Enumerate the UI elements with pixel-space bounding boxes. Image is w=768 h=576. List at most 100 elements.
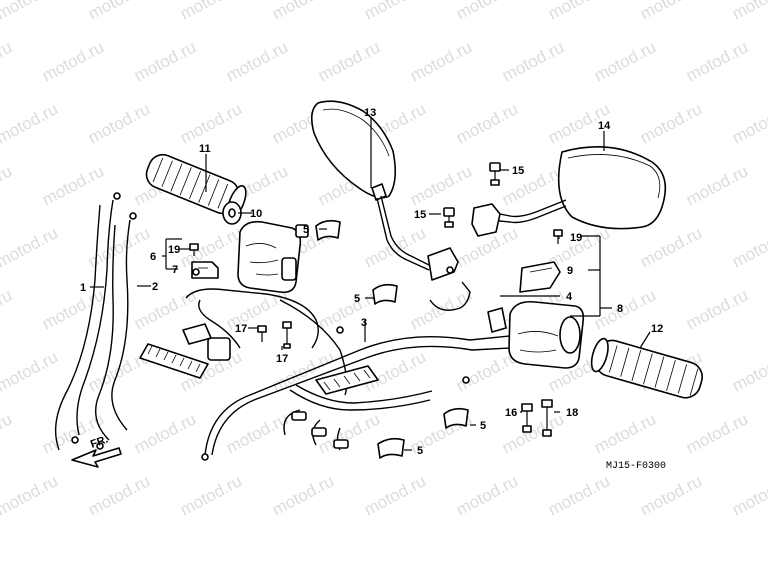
watermark-text: motod.ru [591,37,659,85]
callout-5a: 5 [303,224,309,236]
screw-17-b [282,321,292,349]
watermark-text: motod.ru [361,0,429,24]
callout-19b: 19 [570,232,582,244]
watermark-text: motod.ru [39,285,107,333]
callout-14: 14 [598,120,611,132]
watermark-text: motod.ru [729,347,768,395]
left-switch-housing-part [237,220,309,294]
watermark-text: motod.ru [223,409,291,457]
clamp-ring-5-top [315,219,341,241]
watermark-text: motod.ru [0,0,61,24]
callout-3: 3 [361,317,367,329]
callout-1: 1 [80,282,86,294]
watermark-text: motod.ru [269,0,337,24]
watermark-text: motod.ru [545,0,613,24]
watermark-text: motod.ru [499,161,567,209]
watermark-text: motod.ru [637,223,705,271]
callout-12: 12 [651,323,663,335]
watermark-text: motod.ru [0,409,15,457]
callout-4: 4 [566,291,573,303]
direction-label: FR. [89,433,110,450]
figure-code: MJ15-F0300 [606,461,666,472]
callout-2: 2 [152,281,158,293]
callout-18: 18 [566,407,578,419]
screw-18 [541,399,553,437]
watermark-text: motod.ru [545,471,613,519]
callout-15b: 15 [414,209,426,221]
watermark-text: motod.ru [453,471,521,519]
watermark-text: motod.ru [223,37,291,85]
callout-11: 11 [199,143,211,155]
right-grip-part [590,337,703,399]
leader-lines [90,118,651,451]
watermark-text: motod.ru [453,99,521,147]
bolt-15-top [489,162,501,186]
screw-16 [521,403,533,433]
watermark-text: motod.ru [637,99,705,147]
watermark-text: motod.ru [0,223,61,271]
callout-9: 9 [567,265,573,277]
callout-13: 13 [364,107,376,119]
throttle-grip-part [145,153,247,225]
clamp-ring-5-lower-right [443,407,469,429]
watermark-text: motod.ru [85,99,153,147]
watermark-text: motod.ru [361,471,429,519]
right-switch-housing-part [487,300,585,369]
callout-16: 16 [505,407,517,419]
callout-17b: 17 [276,353,288,365]
callout-labels: 1 2 3 4 5 5 5 5 6 7 8 9 10 11 12 13 14 1… [80,107,663,457]
watermark-text: motod.ru [683,37,751,85]
watermark-text: motod.ru [0,161,15,209]
watermark-text: motod.ru [131,285,199,333]
watermark-text: motod.ru [407,37,475,85]
watermark-text: motod.ru [407,161,475,209]
callout-10: 10 [250,208,262,220]
watermark-text: motod.ru [131,409,199,457]
connector-block-center [315,365,379,395]
callout-8: 8 [617,303,623,315]
clamp-ring-5-lower [377,437,405,459]
watermark-text: motod.ru [683,161,751,209]
watermark-text: motod.ru [177,99,245,147]
callout-5c: 5 [480,420,486,432]
watermark-text: motod.ru [637,471,705,519]
watermark-text: motod.ru [499,37,567,85]
callout-5d: 5 [417,445,423,457]
watermark-text: motod.ru [683,409,751,457]
screw-19-right [553,229,563,244]
clamp-ring-5-mid [372,283,398,305]
watermark-text: motod.ru [637,0,705,24]
throttle-cable-part [54,192,137,451]
callout-17a: 17 [235,323,247,335]
watermark-text: motod.ru [0,99,61,147]
left-clamp-part [191,261,219,279]
watermark-text: motod.ru [729,223,768,271]
watermark-text: motod.ru [0,37,15,85]
watermark-text: motod.ru [39,37,107,85]
callout-7: 7 [172,264,178,276]
callout-15a: 15 [512,165,524,177]
watermark-text: motod.ru [591,285,659,333]
watermark-text: motod.ru [683,285,751,333]
watermark-text: motod.ru [729,471,768,519]
watermark-text: motod.ru [0,347,61,395]
callout-6: 6 [150,251,156,263]
watermark-text: motod.ru [39,161,107,209]
bolt-15-mid [443,207,455,228]
watermark-text: motod.ru [177,0,245,24]
right-mirror-part [471,146,667,237]
watermark-text: motod.ru [729,99,768,147]
watermark-text: motod.ru [85,471,153,519]
connector-block-left [139,323,231,379]
watermark-text: motod.ru [39,409,107,457]
watermark-text: motod.ru [591,409,659,457]
watermark-text: motod.ru [177,471,245,519]
watermark-text: motod.ru [0,285,15,333]
callout-19a: 19 [168,244,180,256]
watermark-text: motod.ru [453,0,521,24]
watermark-text: motod.ru [0,471,61,519]
left-mirror-part [310,100,459,281]
callout-5b: 5 [354,293,360,305]
watermark-text: motod.ru [729,0,768,24]
